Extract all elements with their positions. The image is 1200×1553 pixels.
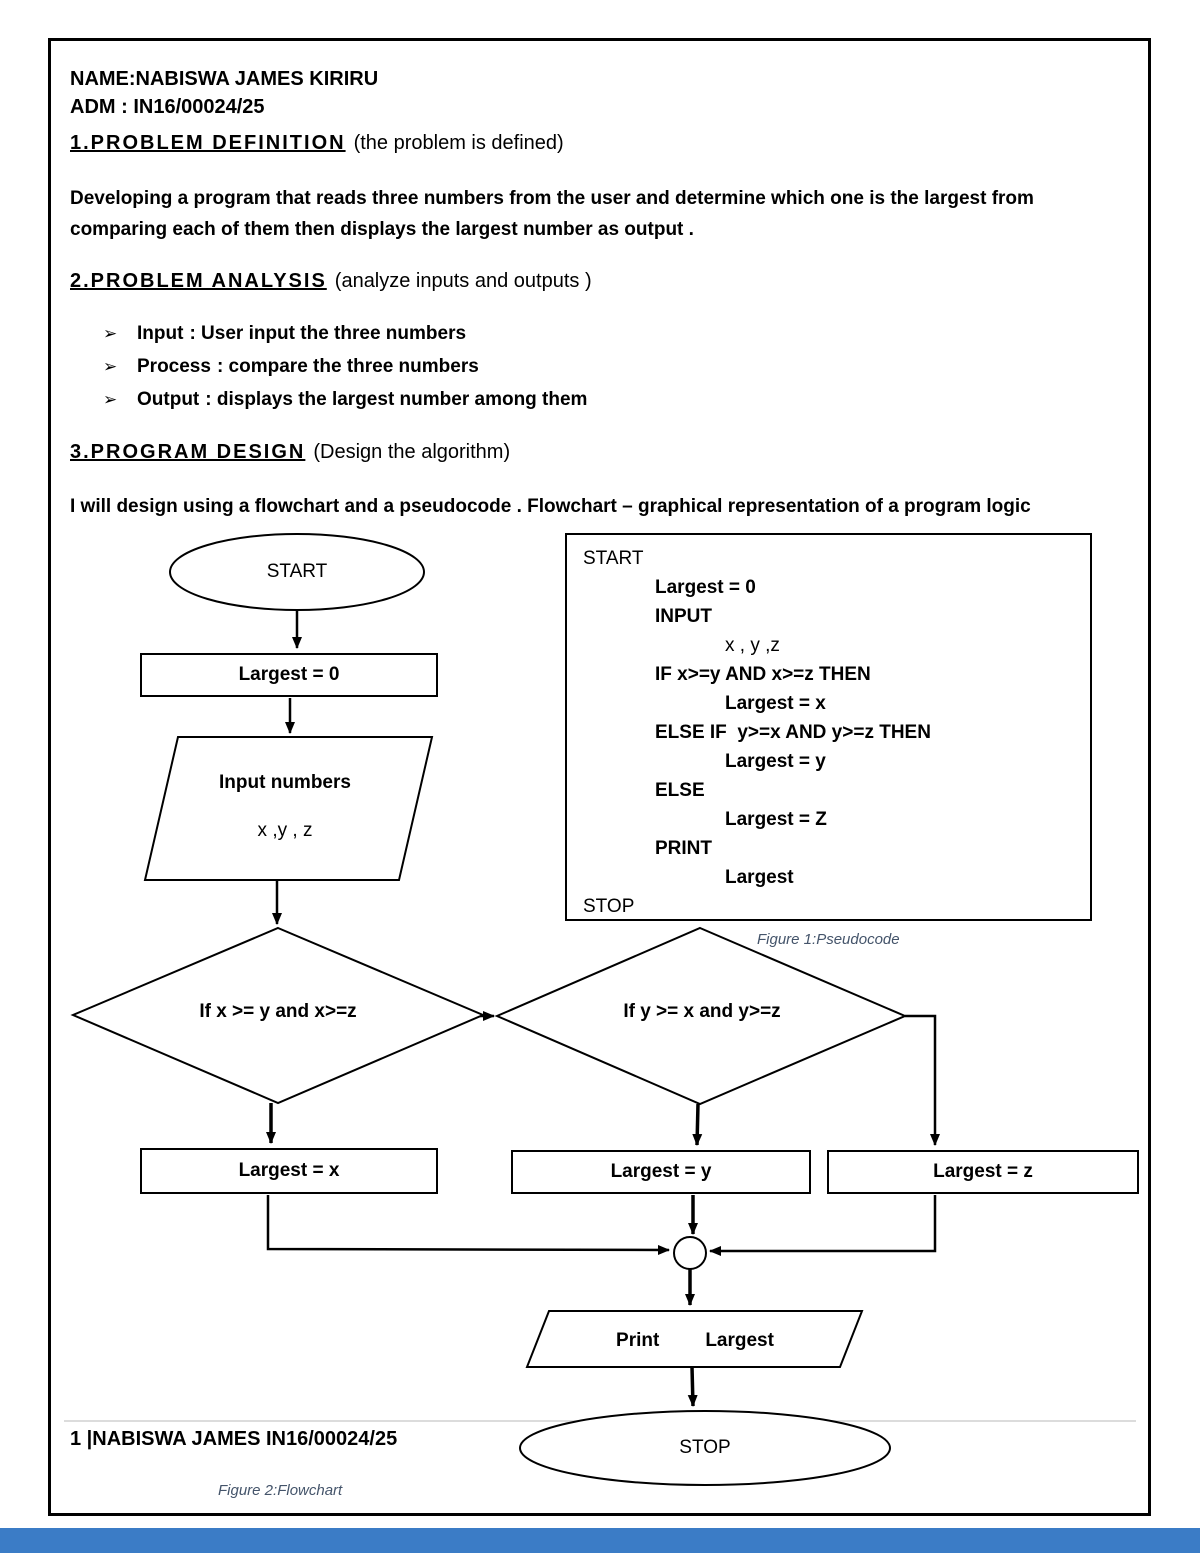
footer-bar bbox=[0, 1528, 1200, 1553]
bullet-text: : compare the three numbers bbox=[216, 356, 479, 377]
print-parallelogram bbox=[525, 1310, 864, 1368]
arrow-assign-x-to-connector bbox=[266, 1195, 670, 1255]
decision2-diamond bbox=[494, 926, 908, 1106]
arrow-assign-z-to-connector bbox=[709, 1195, 937, 1256]
pseudocode-line: PRINT bbox=[655, 838, 712, 859]
pseudocode-line: Largest = 0 bbox=[655, 577, 756, 598]
decision2-label: If y >= x and y>=z bbox=[623, 1001, 781, 1022]
bullet-arrow-icon: ➢ bbox=[103, 390, 118, 409]
stop-label: STOP bbox=[679, 1437, 731, 1458]
assign-x-box: Largest = x bbox=[140, 1148, 438, 1194]
pseudocode-line: START bbox=[583, 548, 644, 569]
arrow-decision2-to-assign-z bbox=[905, 1014, 940, 1146]
section3-heading-note: (Design the algorithm) bbox=[313, 441, 511, 463]
print-value: Largest bbox=[705, 1330, 774, 1351]
figure2-caption: Figure 2:Flowchart bbox=[218, 1482, 343, 1499]
section1-heading: 1.PROBLEM DEFINITION bbox=[70, 132, 346, 154]
bullet-term: Input bbox=[137, 323, 184, 344]
section2-heading: 2.PROBLEM ANALYSIS bbox=[70, 270, 327, 292]
pseudocode-line: ELSE bbox=[655, 780, 705, 801]
input-box-title: Input numbers bbox=[219, 772, 351, 793]
stop-oval bbox=[519, 1410, 891, 1486]
student-name-line: NAME:NABISWA JAMES KIRIRU bbox=[70, 68, 379, 90]
pseudocode-line: INPUT bbox=[655, 606, 712, 627]
section2-heading-row: 2.PROBLEM ANALYSIS (analyze inputs and ou… bbox=[70, 270, 592, 293]
pseudocode-line: ELSE IF y>=x AND y>=z THEN bbox=[655, 722, 931, 743]
bullet-item-input: ➢ Input: User input the three numbers bbox=[103, 323, 466, 345]
bullet-term: Process bbox=[137, 356, 211, 377]
arrow-decision2-to-assign-y bbox=[692, 1103, 703, 1146]
start-label: START bbox=[266, 561, 328, 582]
decision1-diamond bbox=[70, 926, 486, 1105]
section1-body: Developing a program that reads three nu… bbox=[70, 188, 1034, 240]
footer-page-line: 1 |NABISWA JAMES IN16/00024/25 bbox=[70, 1428, 398, 1450]
pseudocode-line: Largest = x bbox=[725, 693, 826, 714]
init-box: Largest = 0 bbox=[140, 653, 438, 697]
bullet-item-output: ➢ Output: displays the largest number amo… bbox=[103, 389, 587, 411]
pseudocode-line: Largest = Z bbox=[725, 809, 827, 830]
assign-y-box: Largest = y bbox=[511, 1150, 811, 1194]
section3-heading: 3.PROGRAM DESIGN bbox=[70, 441, 306, 463]
pseudocode-line: STOP bbox=[583, 896, 635, 917]
input-parallelogram bbox=[143, 736, 434, 881]
connector-circle bbox=[673, 1236, 707, 1270]
decision1-label: If x >= y and x>=z bbox=[199, 1001, 357, 1022]
section2-heading-note: (analyze inputs and outputs ) bbox=[334, 270, 592, 292]
bullet-term: Output bbox=[137, 389, 200, 410]
section3-body: I will design using a flowchart and a ps… bbox=[70, 496, 1031, 517]
print-box-label: Print Largest bbox=[545, 1330, 845, 1352]
pseudocode-line: x , y ,z bbox=[725, 635, 780, 656]
start-oval bbox=[169, 533, 425, 611]
pseudocode-line: Largest bbox=[725, 867, 794, 888]
bullet-text: : displays the largest number among them bbox=[205, 389, 588, 410]
section1-heading-note: (the problem is defined) bbox=[353, 132, 564, 154]
pseudocode-line: Largest = y bbox=[725, 751, 826, 772]
section1-heading-row: 1.PROBLEM DEFINITION (the problem is defi… bbox=[70, 132, 564, 155]
print-word: Print bbox=[616, 1330, 660, 1351]
admission-number-line: ADM : IN16/00024/25 bbox=[70, 96, 265, 118]
figure1-caption: Figure 1:Pseudocode bbox=[757, 931, 900, 948]
bullet-arrow-icon: ➢ bbox=[103, 324, 118, 343]
page-border bbox=[48, 38, 1151, 1516]
assign-z-box: Largest = z bbox=[827, 1150, 1139, 1194]
arrow-print-to-stop bbox=[687, 1366, 698, 1407]
bullet-item-process: ➢ Process: compare the three numbers bbox=[103, 356, 479, 378]
pseudocode-box: START Largest = 0 INPUT x , y ,z IF x>=y… bbox=[565, 533, 1092, 921]
input-box-variables: x ,y , z bbox=[257, 820, 313, 841]
section3-heading-row: 3.PROGRAM DESIGN (Design the algorithm) bbox=[70, 441, 510, 464]
bullet-text: : User input the three numbers bbox=[189, 323, 467, 344]
bullet-arrow-icon: ➢ bbox=[103, 357, 118, 376]
pseudocode-line: IF x>=y AND x>=z THEN bbox=[655, 664, 871, 685]
